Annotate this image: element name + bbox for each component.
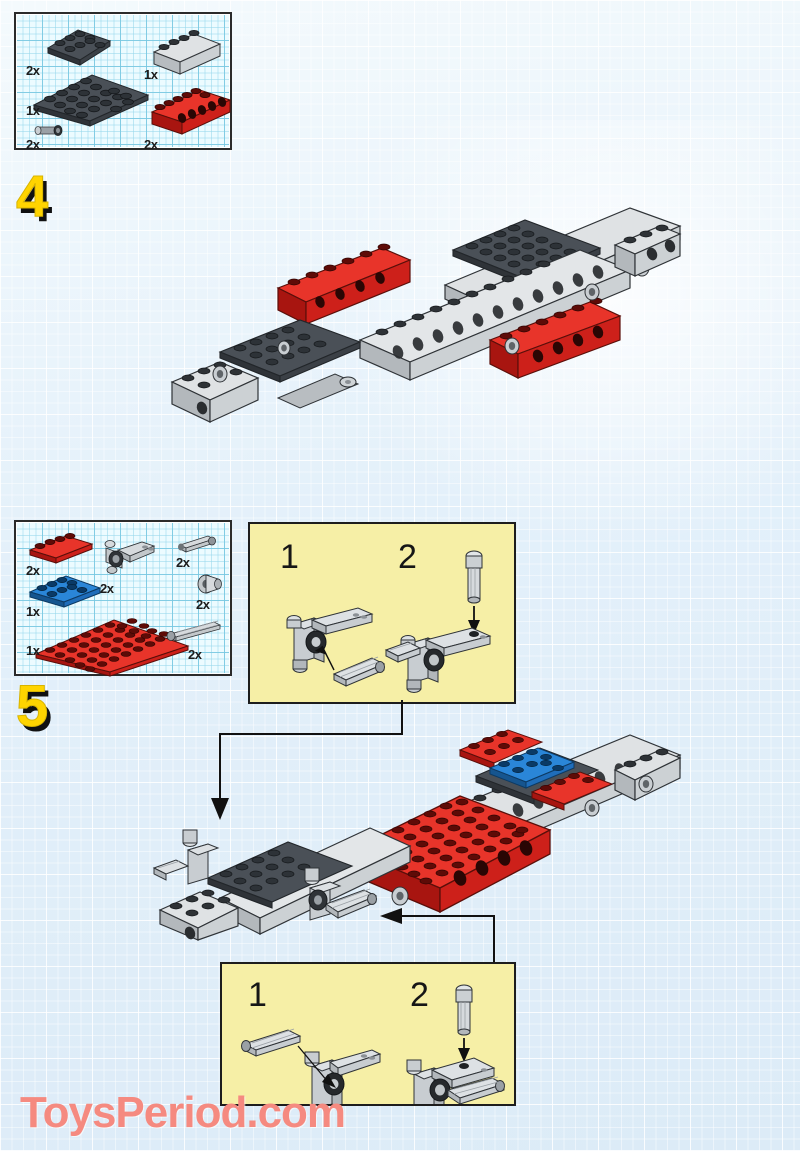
substep-label-2: 2 bbox=[398, 538, 417, 576]
step-5-parts-box: 2x 1x bbox=[14, 520, 232, 677]
part-blue-plate-2x4 bbox=[26, 570, 106, 608]
qty-dark-grey-plate-2x4: 2x bbox=[26, 63, 40, 78]
qty-grey-pin-connector: 2x bbox=[26, 137, 40, 152]
pin-to-insert bbox=[455, 984, 473, 1036]
part-grey-bushing bbox=[194, 572, 226, 596]
part-grey-axle-long bbox=[162, 620, 224, 644]
part-grey-steering-knuckle bbox=[98, 532, 158, 578]
assembly-step-4-chassis bbox=[160, 190, 690, 430]
qty-grey-steering-knuckle: 2x bbox=[100, 581, 114, 596]
qty-red-technic-brick-1x6: 2x bbox=[144, 137, 158, 152]
part-grey-pin-connector bbox=[34, 122, 68, 138]
step-4-parts-box: 2x 1x bbox=[14, 12, 234, 152]
substep-label-1: 1 bbox=[280, 538, 299, 576]
part-dark-grey-plate-4x6 bbox=[30, 69, 154, 127]
part-red-technic-brick-1x6 bbox=[148, 86, 234, 135]
part-grey-axle-pin-short bbox=[174, 534, 218, 554]
part-red-plate-1x4 bbox=[26, 532, 98, 564]
step-number-5: 5 bbox=[15, 674, 49, 739]
qty-grey-axle-long: 2x bbox=[188, 647, 202, 662]
substep-2-hub-with-pin bbox=[384, 546, 508, 693]
substep-label-1: 1 bbox=[248, 976, 267, 1014]
qty-red-plate-1x4: 2x bbox=[26, 563, 40, 578]
substep-label-2: 2 bbox=[410, 976, 429, 1014]
hub-assembly-left bbox=[152, 829, 220, 885]
step-number-4: 4 bbox=[15, 164, 49, 229]
qty-blue-plate-2x4: 1x bbox=[26, 604, 40, 619]
leader-line-top-callout bbox=[211, 700, 403, 820]
qty-grey-bushing: 2x bbox=[196, 597, 210, 612]
callout-left-hub-assembly: 1 2 bbox=[220, 962, 516, 1106]
qty-grey-axle-pin-short: 2x bbox=[176, 555, 190, 570]
leader-line-bottom-callout bbox=[380, 908, 495, 976]
part-dark-grey-plate-2x4 bbox=[30, 26, 114, 66]
watermark-toysperiod: ToysPeriod.com bbox=[20, 1088, 346, 1137]
qty-dark-grey-plate-4x6: 1x bbox=[26, 103, 40, 118]
substep-2-hub-with-pin-mirrored bbox=[406, 982, 514, 1104]
substep-1-hub-and-axle-mirrored bbox=[240, 1026, 382, 1104]
qty-red-plate-6x10: 1x bbox=[26, 643, 40, 658]
substep-1-hub-and-axle bbox=[272, 602, 392, 692]
pin-to-insert bbox=[465, 550, 483, 604]
hub-assembly-right bbox=[304, 867, 378, 921]
assembly-step-5-chassis bbox=[152, 700, 690, 941]
part-light-grey-brick-1x4 bbox=[148, 28, 226, 75]
callout-right-hub-assembly: 1 2 bbox=[248, 522, 516, 704]
part-red-plate-6x10 bbox=[32, 612, 192, 677]
qty-light-grey-brick-1x4: 1x bbox=[144, 67, 158, 82]
